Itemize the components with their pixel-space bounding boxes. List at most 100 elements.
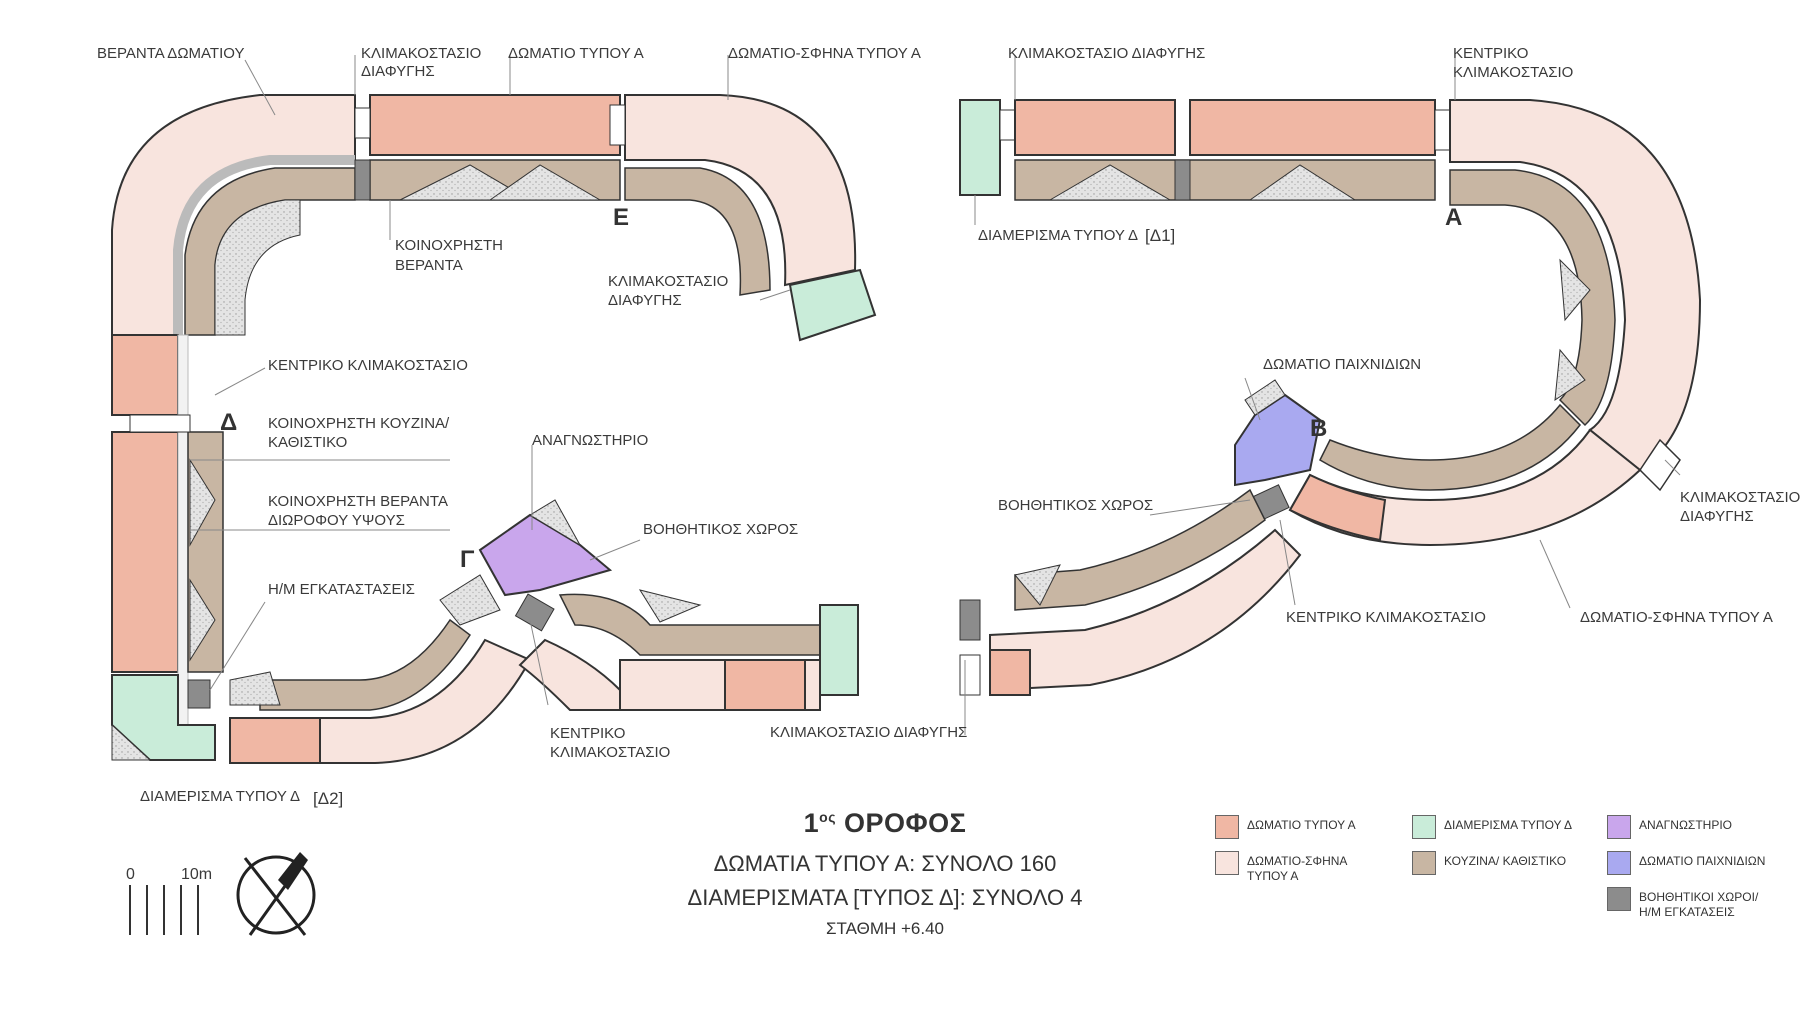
kitchen-band-bottom-curve	[259, 618, 472, 711]
left-building	[111, 94, 877, 764]
legend-item-auxiliary: ΒΟΗΘΗΤΙΚΟΙ ΧΩΡΟΙ/ Η/Μ ΕΓΚΑΤΑΣΕΙΣ	[1607, 887, 1769, 920]
floor-number: 1	[803, 808, 820, 838]
legend-item-wedge-a: ΔΩΜΑΤΙΟ-ΣΦΗΝΑ ΤΥΠΟΥ Α	[1215, 851, 1357, 884]
legend-label: ΔΩΜΑΤΙΟ ΠΑΙΧΝΙΔΙΩΝ	[1639, 854, 1766, 868]
label-apartment-d1: ΔΙΑΜΕΡΙΣΜΑ ΤΥΠΟΥ Δ	[978, 227, 1138, 244]
floor-title: 1ος ΟΡΟΦΟΣ	[640, 808, 1130, 839]
legend-swatch	[1607, 851, 1631, 875]
legend-swatch	[1607, 815, 1631, 839]
label-hm-installations: Η/Μ ΕΓΚΑΤΑΣΤΑΣΕΙΣ	[268, 581, 415, 598]
label-aux-room-right: ΒΟΗΘΗΤΙΚΟΣ ΧΩΡΟΣ	[998, 497, 1153, 514]
inner-veranda-bottom	[229, 671, 281, 706]
section-markers: Ε Α Δ Β Γ	[220, 204, 1462, 573]
scale-end: 10m	[181, 866, 212, 883]
rooms-type-a-left-lower	[111, 431, 179, 673]
title-block: 1ος ΟΡΟΦΟΣ ΔΩΜΑΤΙΑ ΤΥΠΟΥ Α: ΣΥΝΟΛΟ 160 Δ…	[640, 808, 1130, 939]
rooms-type-a-lower-right	[989, 649, 1031, 696]
label-veranta-domatiou: ΒΕΡΑΝΤΑ ΔΩΜΑΤΙΟΥ	[97, 45, 244, 62]
stair-lower-right	[959, 654, 981, 696]
legend: ΔΩΜΑΤΙΟ ΤΥΠΟΥ Α ΔΩΜΑΤΙΟ-ΣΦΗΝΑ ΤΥΠΟΥ Α ΔΙ…	[1215, 815, 1775, 925]
label-central-stair-left: ΚΕΝΤΡΙΚΟ ΚΛΙΜΑΚΟΣΤΑΣΙΟ	[268, 357, 468, 374]
inner-veranda-bottom-2	[439, 574, 501, 626]
rooms-type-a-bottom-left	[229, 717, 321, 764]
common-veranda-top	[399, 164, 532, 201]
legend-label: ΑΝΑΓΝΩΣΤΗΡΙΟ	[1639, 818, 1733, 832]
shared-veranda-left-2	[189, 578, 216, 662]
right-building	[959, 99, 1702, 696]
rooms-type-a-right-bottom	[1288, 473, 1387, 542]
kitchen-band-top-left	[184, 167, 356, 336]
aux-room-g	[514, 593, 555, 632]
marker-d: Δ	[220, 409, 237, 436]
legend-item-kitchen: ΚΟΥΖΙΝΑ/ ΚΑΘΙΣΤΙΚΟ	[1412, 851, 1584, 875]
label-common-kitchen-1: ΚΟΙΝΟΧΡΗΣΤΗ ΚΟΥΖΙΝΑ/	[268, 415, 450, 432]
marker-g: Γ	[460, 546, 475, 573]
stair-central-d	[129, 414, 191, 433]
rooms-total: ΔΩΜΑΤΙΑ ΤΥΠΟΥ Α: ΣΥΝΟΛΟ 160	[713, 851, 1057, 876]
label-central-stair-right-bottom: ΚΕΝΤΡΙΚΟ ΚΛΙΜΑΚΟΣΤΑΣΙΟ	[1286, 609, 1486, 626]
label-escape-stair-bottom: ΚΛΙΜΑΚΟΣΤΑΣΙΟ ΔΙΑΦΥΓΗΣ	[770, 724, 967, 741]
wedge-rooms-bottom-right	[518, 638, 621, 711]
corridor-top-left	[173, 155, 355, 335]
label-d1-tag: [Δ1]	[1145, 226, 1175, 245]
legend-item-apartment-d: ΔΙΑΜΕΡΙΣΜΑ ΤΥΠΟΥ Δ	[1412, 815, 1584, 839]
rooms-type-a-top-right-1	[1014, 99, 1176, 156]
marker-a: Α	[1445, 204, 1462, 231]
label-central-stair-mid-2: ΚΛΙΜΑΚΟΣΤΑΣΙΟ	[550, 744, 670, 761]
legend-label: ΒΟΗΘΗΤΙΚΟΙ ΧΩΡΟΙ/ Η/Μ ΕΓΚΑΤΑΣΕΙΣ	[1639, 890, 1759, 919]
kitchen-band-top-right	[624, 167, 771, 296]
stair-e-top	[609, 104, 626, 146]
rooms-type-a-bottom-right-red	[724, 659, 806, 711]
label-common-kitchen-2: ΚΑΘΙΣΤΙΚΟ	[268, 434, 347, 451]
veranda-top-right-2	[1248, 164, 1357, 201]
kitchen-band-right-loop	[1449, 169, 1616, 427]
rooms-type-a-top-left	[369, 94, 621, 156]
legend-label: ΔΩΜΑΤΙΟ-ΣΦΗΝΑ ΤΥΠΟΥ Α	[1247, 854, 1347, 883]
legend-swatch	[1607, 887, 1631, 911]
level: ΣΤΑΘΜΗ +6.40	[825, 919, 944, 938]
marker-b: Β	[1310, 415, 1327, 442]
apartment-d2-hatch	[111, 723, 152, 761]
marker-e: Ε	[613, 204, 629, 231]
label-escape-stair-e-2: ΔΙΑΦΥΓΗΣ	[608, 292, 682, 309]
label-common-veranda-1: ΚΟΙΝΟΧΡΗΣΤΗ	[395, 237, 503, 254]
escape-stair-bottom	[819, 604, 859, 696]
aux-room-top	[354, 159, 371, 201]
veranda-right-loop	[1559, 258, 1591, 322]
stair-central-a	[1434, 109, 1451, 151]
label-wedge-room-right: ΔΩΜΑΤΙΟ-ΣΦΗΝΑ ΤΥΠΟΥ Α	[1580, 609, 1773, 626]
legend-swatch	[1215, 851, 1239, 875]
escape-stair-e	[788, 268, 877, 342]
legend-item-room-a: ΔΩΜΑΤΙΟ ΤΥΠΟΥ Α	[1215, 815, 1367, 839]
north-arrow-icon	[236, 852, 316, 936]
label-escape-stair-right-top: ΚΛΙΜΑΚΟΣΤΑΣΙΟ ΔΙΑΦΥΓΗΣ	[1008, 45, 1205, 62]
kitchen-band-lower-left-right	[1014, 488, 1266, 611]
apartments-total: ΔΙΑΜΕΡΙΣΜΑΤΑ [ΤΥΠΟΣ Δ]: ΣΥΝΟΛΟ 4	[687, 885, 1083, 910]
label-central-stair-mid-1: ΚΕΝΤΡΙΚΟ	[550, 725, 625, 742]
label-aux-room-left: ΒΟΗΘΗΤΙΚΟΣ ΧΩΡΟΣ	[643, 521, 798, 538]
label-double-height-veranda-2: ΔΙΩΡΟΦΟΥ ΥΨΟΥΣ	[268, 512, 405, 529]
inner-veranda-top-left	[214, 199, 301, 336]
stair-top-left	[354, 107, 371, 139]
label-escape-stair-right-2: ΔΙΑΦΥΓΗΣ	[1680, 508, 1754, 525]
label-wedge-room-top: ΔΩΜΑΤΙΟ-ΣΦΗΝΑ ΤΥΠΟΥ Α	[728, 45, 921, 62]
floor-word: ΟΡΟΦΟΣ	[844, 808, 967, 838]
label-double-height-veranda-1: ΚΟΙΝΟΧΡΗΣΤΗ ΒΕΡΑΝΤΑ	[268, 493, 448, 510]
label-central-stair-right-2: ΚΛΙΜΑΚΟΣΤΑΣΙΟ	[1453, 64, 1573, 81]
veranda-lower-left-right	[1014, 564, 1061, 606]
legend-swatch	[1412, 815, 1436, 839]
legend-swatch	[1215, 815, 1239, 839]
common-veranda-top-2	[488, 164, 602, 201]
kitchen-band-right-bottom	[1319, 403, 1581, 491]
label-escape-stair-e-1: ΚΛΙΜΑΚΟΣΤΑΣΙΟ	[608, 273, 728, 290]
shared-veranda-double-height	[189, 458, 216, 547]
rooms-type-a-top-right-2	[1189, 99, 1436, 156]
legend-label: ΔΩΜΑΤΙΟ ΤΥΠΟΥ Α	[1247, 818, 1356, 832]
veranda-bottom-right	[638, 589, 702, 623]
reading-room-veranda	[529, 499, 582, 547]
label-playroom: ΔΩΜΑΤΙΟ ΠΑΙΧΝΙΔΙΩΝ	[1263, 356, 1421, 373]
label-d2-tag: [Δ2]	[313, 789, 343, 808]
veranda-top-right-1	[1048, 164, 1172, 201]
aux-room-top-right	[1174, 159, 1191, 201]
